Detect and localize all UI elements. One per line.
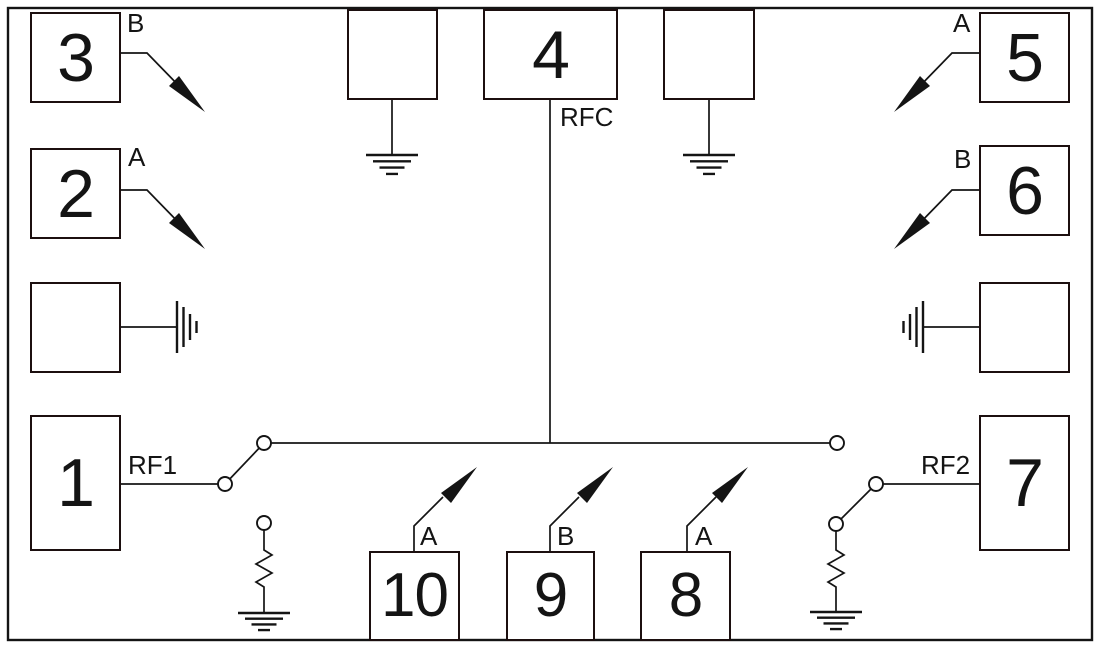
pin3-control-arrow (121, 52, 205, 112)
pin9-control-arrow (549, 467, 613, 551)
ground-symbol-rf1-shunt (238, 611, 290, 632)
arrowhead-icon (894, 213, 930, 249)
pin9-control-label: B (557, 521, 575, 551)
pin3-number: 3 (57, 19, 95, 96)
pin6-pad: 6 (979, 145, 1070, 236)
ground-symbol-left (121, 301, 198, 353)
pin8-number: 8 (668, 561, 703, 630)
arrowhead-icon (441, 467, 477, 503)
pin10-control-arrow (413, 467, 477, 551)
arrowhead-icon (577, 467, 613, 503)
rf1-label: RF1 (128, 450, 178, 480)
rf1-bus-contact (256, 435, 272, 451)
pin2-control-label: A (128, 142, 146, 172)
pin2-pad: 2 (30, 148, 121, 239)
ground-symbol-top-right (683, 100, 735, 176)
rf1-shunt-contact (256, 515, 272, 531)
pin9-number: 9 (533, 561, 568, 630)
rf2-label: RF2 (921, 450, 971, 480)
pin9-pad: 9 (506, 551, 595, 641)
pin10-number: 10 (381, 561, 449, 630)
rfc-label: RFC (560, 102, 614, 132)
pin8-pad: 8 (640, 551, 731, 641)
pin2-control-arrow (121, 189, 205, 249)
pin4-number: 4 (532, 16, 570, 93)
pin1-number: 1 (57, 445, 95, 521)
pin5-pad: 5 (979, 12, 1070, 103)
pin5-control-arrow (894, 52, 979, 112)
pin2-number: 2 (57, 155, 95, 232)
rf1-switch-arm (224, 442, 265, 485)
ground-symbol-top-left (366, 100, 418, 176)
arrowhead-icon (894, 76, 930, 112)
ground-symbol-right (902, 301, 979, 353)
ground-pad-left (30, 282, 121, 373)
pin1-pad: 1 (30, 415, 121, 551)
pin4-pad: 4 (483, 9, 618, 100)
ground-pad-top-left (347, 9, 438, 100)
pin8-control-label: A (695, 521, 713, 551)
pin7-number: 7 (1006, 445, 1044, 521)
pin5-control-label: A (953, 8, 971, 38)
ground-pad-top-right (663, 9, 755, 100)
pin7-pad: 7 (979, 415, 1070, 551)
arrowhead-icon (169, 213, 205, 249)
rf2-shunt-resistor (810, 531, 862, 631)
pin6-control-arrow (894, 189, 979, 249)
rf2-bus-contact (829, 435, 845, 451)
pin6-control-label: B (954, 144, 972, 174)
rf2-shunt-contact (828, 516, 844, 532)
rf1-shunt-resistor (238, 530, 290, 632)
rf2-switch-arm (835, 483, 877, 525)
pin5-number: 5 (1006, 19, 1044, 96)
pin10-control-label: A (420, 521, 438, 551)
pin8-control-arrow (686, 467, 748, 551)
pin3-control-label: B (127, 8, 145, 38)
rf2-pole-contact (868, 476, 884, 492)
arrowhead-icon (712, 467, 748, 503)
arrowhead-icon (169, 76, 205, 112)
ground-pad-right (979, 282, 1070, 373)
rf1-pole-contact (217, 476, 233, 492)
pin6-number: 6 (1006, 152, 1044, 229)
pin10-pad: 10 (369, 551, 460, 641)
pin3-pad: 3 (30, 12, 121, 103)
ground-symbol-rf2-shunt (810, 610, 862, 631)
